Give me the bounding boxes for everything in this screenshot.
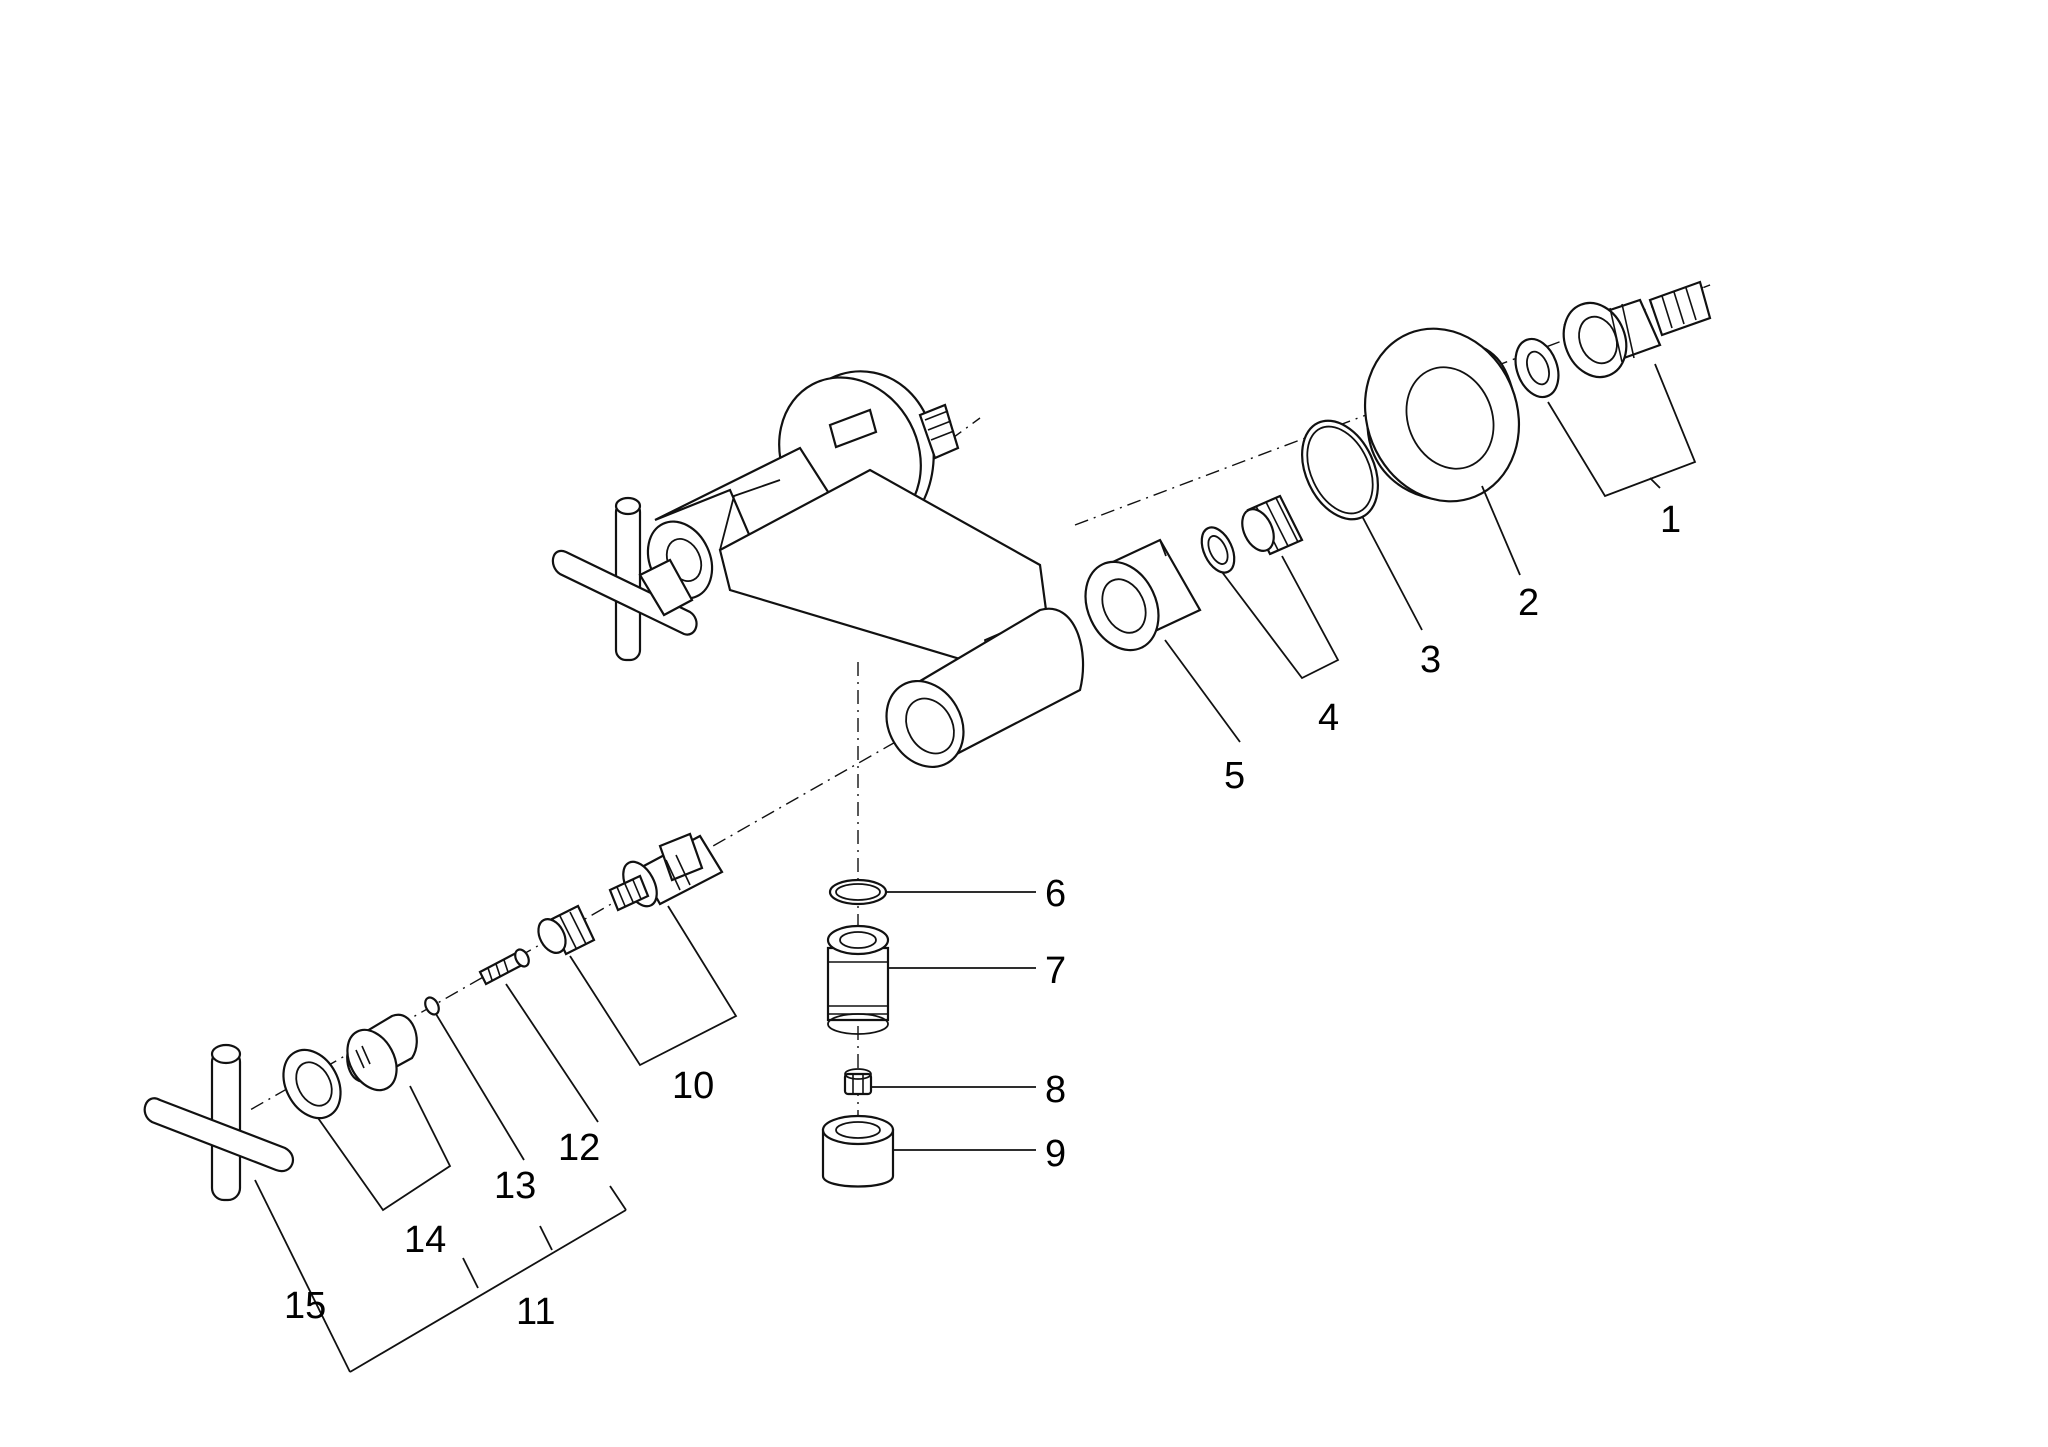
callout-5: 5 [1224, 755, 1245, 797]
leader-13 [435, 1013, 525, 1161]
callout-7: 7 [1045, 950, 1066, 992]
part-10-adapter [537, 904, 596, 956]
body-upper-cap-slot [828, 408, 878, 449]
leader-4 [1221, 555, 1340, 680]
callout-12: 12 [558, 1127, 600, 1169]
callout-10: 10 [672, 1065, 714, 1107]
callout-9: 9 [1045, 1133, 1066, 1175]
part-6-oring [828, 878, 888, 906]
part-2-rosette [1363, 327, 1521, 503]
callout-15: 15 [284, 1285, 326, 1327]
leader-1 [1547, 363, 1697, 498]
callout-numbers: 1 2 3 4 5 6 7 8 9 10 11 12 13 14 15 [284, 499, 1681, 1333]
leader-2 [1481, 485, 1521, 576]
part-9-capnut [821, 1114, 895, 1188]
part-15-cross-handle [143, 1043, 295, 1202]
part-5-nut [1084, 538, 1202, 652]
leader-15 [254, 1179, 351, 1373]
mixer-body [646, 370, 1085, 769]
part-1-washer [1514, 337, 1560, 399]
part-14-insert [346, 1013, 418, 1092]
callout-4: 4 [1318, 697, 1339, 739]
callout-3: 3 [1420, 639, 1441, 681]
part-1-connector [1562, 280, 1712, 379]
part-13-washer [424, 996, 440, 1016]
leader-5 [1164, 639, 1241, 743]
leader-14 [317, 1085, 452, 1212]
body-cross-handle [551, 496, 698, 662]
callout-1: 1 [1660, 499, 1681, 541]
callout-2: 2 [1518, 582, 1539, 624]
part-8-valve [843, 1068, 873, 1096]
callout-13: 13 [494, 1165, 536, 1207]
part-7-nipple [826, 924, 890, 1035]
callout-8: 8 [1045, 1069, 1066, 1111]
leader-3 [1361, 515, 1423, 631]
part-12-screw [478, 948, 530, 986]
part-4-nipple [1200, 494, 1304, 574]
callout-11: 11 [516, 1291, 555, 1333]
leader-10 [569, 905, 738, 1067]
leader-11 [349, 1209, 627, 1373]
callout-14: 14 [404, 1219, 446, 1261]
leader-12 [505, 983, 599, 1123]
body-lower-opening [885, 679, 965, 769]
leader-lines [254, 363, 1697, 1373]
callout-6: 6 [1045, 873, 1066, 915]
part-10-cartridge [608, 832, 724, 912]
part-14-ring [282, 1048, 342, 1120]
